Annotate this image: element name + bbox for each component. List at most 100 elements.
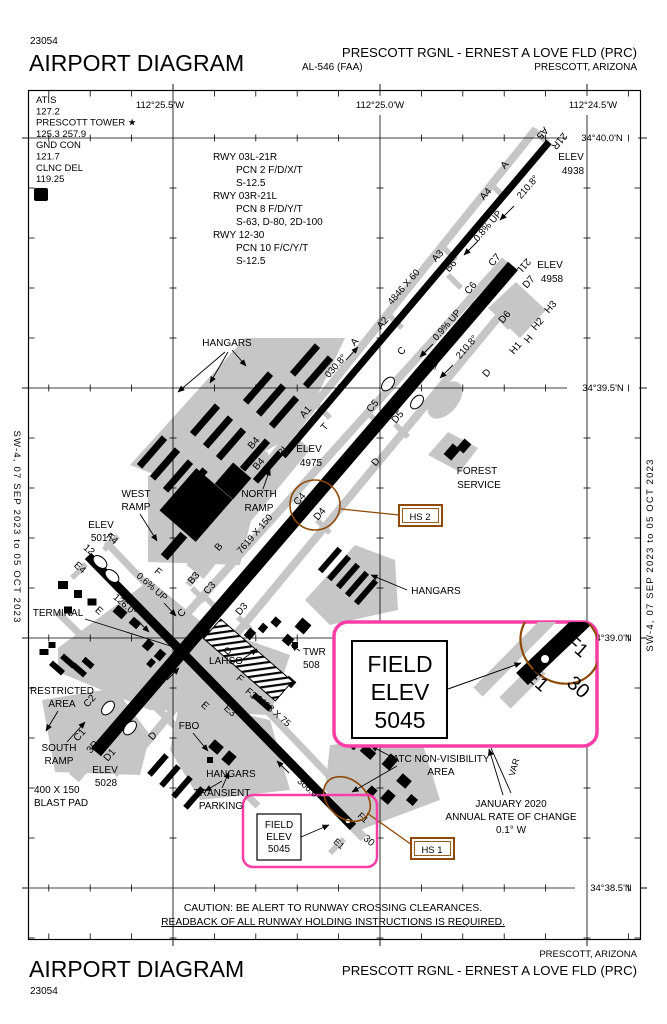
- building: [48, 642, 56, 648]
- label-blast-pad: BLAST PAD: [34, 798, 88, 809]
- blast-pad: [69, 747, 101, 783]
- building: [136, 435, 168, 469]
- right-margin-edition-note: SW-4, 07 SEP 2023 to 05 OCT 2023: [645, 458, 656, 651]
- building: [159, 764, 181, 788]
- label-s-12-5: S-12.5: [236, 256, 266, 267]
- label-0-1-w: 0.1° W: [496, 825, 527, 836]
- label-lahso: LAHSO: [209, 656, 243, 667]
- building: [147, 753, 169, 777]
- label-5045: 5045: [374, 707, 425, 733]
- building: [396, 773, 412, 789]
- building: [64, 606, 72, 614]
- label-west: WEST: [122, 489, 151, 500]
- label-119-25: 119.25: [36, 174, 64, 185]
- building: [243, 627, 257, 641]
- hotspot-2-label: HS 2: [409, 512, 430, 523]
- building: [405, 794, 419, 806]
- taxiway: [239, 126, 540, 497]
- label-var: VAR: [507, 757, 522, 777]
- taxiway: [163, 257, 508, 640]
- datis-icon: [34, 188, 48, 201]
- label-pcn-8-f-d-y-t: PCN 8 F/D/Y/T: [236, 204, 303, 215]
- building: [456, 438, 472, 454]
- label-terminal: TERMINAL: [33, 608, 84, 619]
- label-rwy-03l-21r: RWY 03L-21R: [213, 152, 277, 163]
- hotspot-1-circle: [322, 775, 372, 823]
- apron-area: [325, 735, 440, 830]
- wind-indicator-icon: [92, 555, 108, 569]
- inset-taxiway: [473, 622, 568, 697]
- label-field: FIELD: [265, 820, 293, 831]
- leader-arrow: [139, 513, 158, 542]
- taxiway: [236, 615, 253, 632]
- label-clnc-del: CLNC DEL: [36, 163, 83, 174]
- label-restricted: RESTRICTED: [30, 686, 94, 697]
- wind-indicator-icon: [410, 394, 424, 410]
- wind-indicator-icon: [104, 569, 120, 583]
- label-rwy-03r-21l: RWY 03R-21L: [213, 191, 278, 202]
- label-atis: ATIS: [36, 95, 56, 106]
- leader-arrow: [276, 760, 290, 774]
- apron-area: [130, 338, 345, 490]
- datis-letter: D: [37, 191, 44, 202]
- label-s-63-d-80-2d-100: S-63, D-80, 2D-100: [236, 217, 323, 228]
- apron-area: [170, 700, 290, 800]
- label-rwy-12-30: RWY 12-30: [213, 230, 265, 241]
- building: [268, 395, 300, 429]
- label-f: F: [152, 566, 164, 578]
- leader-arrow: [84, 618, 181, 650]
- inset-arrow: [447, 662, 522, 690]
- wind-indicator-icon: [381, 376, 395, 392]
- taxiway: [190, 586, 207, 603]
- label-forest: FOREST: [457, 466, 498, 477]
- label-f: F: [234, 673, 246, 685]
- label-pcn-2-f-d-x-t: PCN 2 F/D/X/T: [236, 165, 303, 176]
- leader-arrow: [177, 351, 226, 393]
- label-parking: PARKING: [199, 801, 243, 812]
- hotspot-1-box: [414, 841, 451, 856]
- building: [317, 546, 343, 574]
- label-4958: 4958: [541, 274, 564, 285]
- taxiway: [349, 823, 368, 842]
- page-title-bottom: AIRPORT DIAGRAM: [29, 956, 244, 982]
- building: [353, 578, 379, 606]
- taxiway: [328, 837, 346, 855]
- leader-arrow: [351, 765, 398, 793]
- label-t: T: [319, 421, 331, 433]
- leader-arrow: [439, 364, 454, 379]
- field-elev-box-large: [351, 640, 448, 739]
- label-hangars: HANGARS: [202, 338, 252, 349]
- label-508: 508: [303, 660, 320, 671]
- hotspot-2-circle: [289, 479, 341, 531]
- label-121-7: 121.7: [36, 152, 60, 163]
- taxiway: [516, 286, 533, 303]
- label-elev: ELEV: [371, 679, 430, 705]
- building: [443, 443, 461, 461]
- building: [39, 649, 49, 655]
- building: [270, 616, 282, 628]
- label-5017: 5017: [91, 533, 114, 544]
- label-area: AREA: [427, 767, 455, 778]
- leader-arrow: [192, 732, 209, 752]
- leader-arrow: [163, 602, 177, 617]
- leader-arrow: [499, 205, 515, 221]
- taxiway: [81, 704, 98, 721]
- leader-arrow: [419, 343, 434, 358]
- building: [380, 789, 396, 805]
- label-5045: 5045: [268, 844, 291, 855]
- label-twr: TWR: [303, 647, 326, 658]
- airport-name-bottom: PRESCOTT RGNL - ERNEST A LOVE FLD (PRC): [342, 963, 637, 978]
- label-january-2020: JANUARY 2020: [475, 799, 547, 810]
- hotspot-markers: [289, 479, 455, 860]
- label-elev: ELEV: [296, 444, 322, 455]
- label-112-24-5-w: 112°24.5'W: [569, 100, 617, 111]
- building: [214, 462, 252, 500]
- field-elev-inset-small: [241, 793, 379, 869]
- building: [70, 662, 88, 678]
- building: [344, 570, 370, 598]
- label-ramp: RAMP: [122, 502, 151, 513]
- building: [128, 616, 142, 630]
